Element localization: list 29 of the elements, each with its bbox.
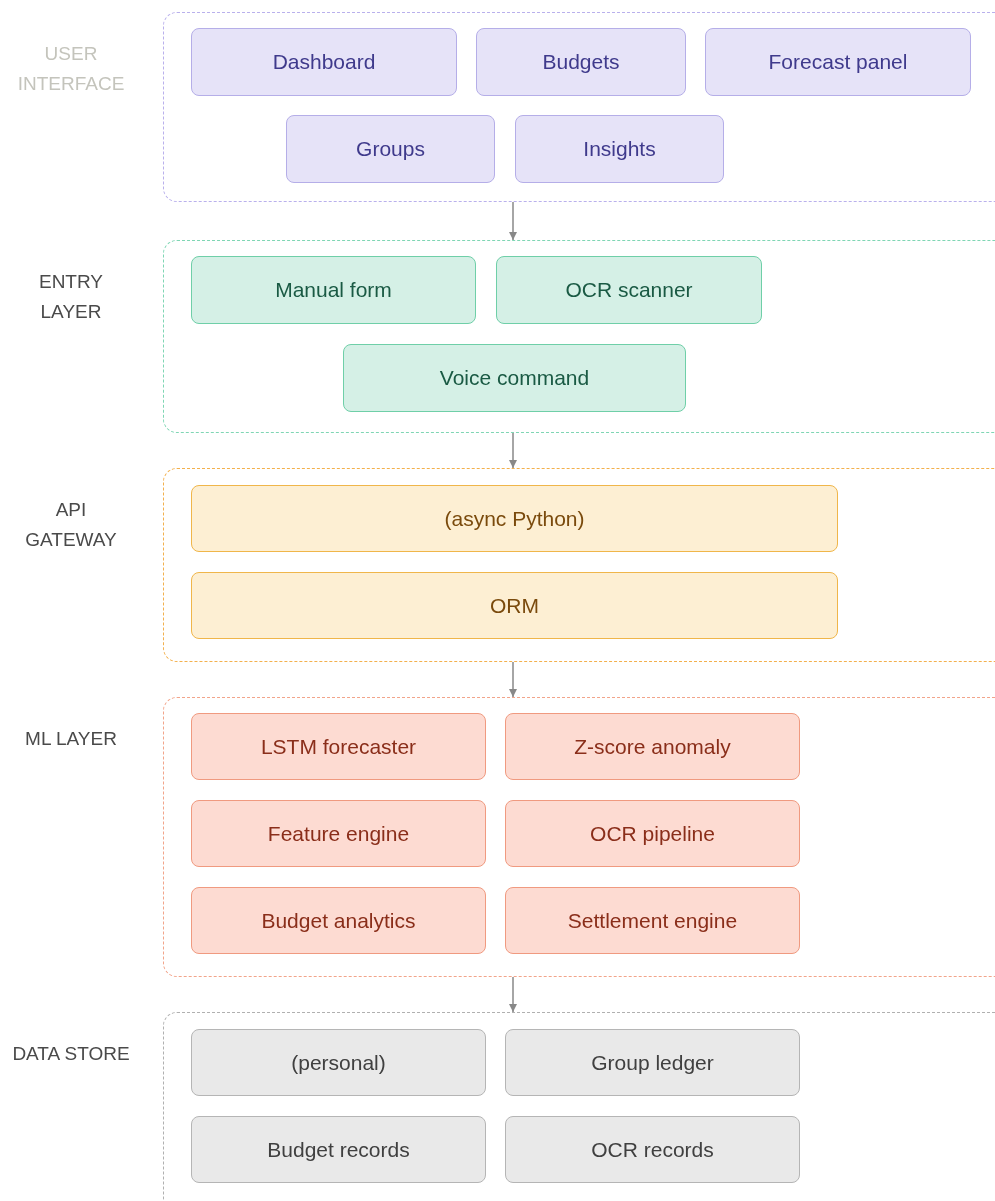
component-box: Budgets [476, 28, 686, 96]
layer-label: API GATEWAY [24, 498, 118, 552]
layer-label: ML LAYER [24, 727, 118, 751]
component-box: Dashboard [191, 28, 457, 96]
component-box: OCR pipeline [505, 800, 800, 867]
component-box: Manual form [191, 256, 476, 324]
component-box: Groups [286, 115, 495, 183]
arrow [509, 432, 517, 469]
component-box: ORM [191, 572, 838, 639]
layer-label: ENTRY LAYER [37, 270, 105, 324]
component-box: Insights [515, 115, 724, 183]
component-box: Group ledger [505, 1029, 800, 1096]
arrow [509, 661, 517, 698]
component-box: Forecast panel [705, 28, 971, 96]
layer-label: DATA STORE [11, 1042, 131, 1066]
component-box: Settlement engine [505, 887, 800, 954]
component-box: Voice command [343, 344, 686, 412]
component-box: Budget analytics [191, 887, 486, 954]
arrow [509, 201, 517, 241]
layer-label: USER INTERFACE [16, 42, 126, 96]
component-box: (async Python) [191, 485, 838, 552]
component-box: Z-score anomaly [505, 713, 800, 780]
component-box: LSTM forecaster [191, 713, 486, 780]
arrow [509, 976, 517, 1013]
component-box: OCR scanner [496, 256, 762, 324]
component-box: Feature engine [191, 800, 486, 867]
component-box: Budget records [191, 1116, 486, 1183]
component-box: (personal) [191, 1029, 486, 1096]
component-box: OCR records [505, 1116, 800, 1183]
